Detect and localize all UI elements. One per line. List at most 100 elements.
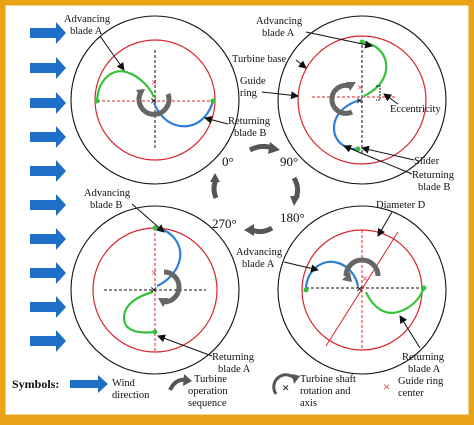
blade-tip [303,287,309,293]
leader-line [131,203,165,233]
legend-shaft: Turbine shaft [300,374,356,385]
leader-line [283,261,319,273]
rotation-arrowhead [346,82,356,91]
returning-blade-a [122,290,156,334]
ring-center-cross-icon: × [362,273,368,285]
wind-arrow-icon [30,262,66,284]
sequence-arrowhead [244,224,254,236]
rotation-arrowhead [136,89,145,98]
label-returning-blade-a: Returning [212,352,255,363]
shaft-rotation-arrow [329,82,354,116]
turbine-base-circle [70,15,240,185]
leader-line [157,334,213,357]
advancing-blade-b [304,260,360,291]
leader-line [261,91,299,100]
blade-tip [152,329,158,335]
leader-line [305,31,373,49]
sequence-arrowhead [268,142,280,154]
wind-arrow-icon [30,296,66,318]
wind-arrow-icon [30,57,66,79]
wind-arrow-icon [30,194,66,216]
label-returning-blade-b-2: blade B [234,128,266,139]
ring-center-cross-icon: × [151,267,157,279]
legend-sequence: Turbine [194,374,227,385]
angle-90-label: 90° [280,154,298,169]
label-slider: Slider [414,156,440,167]
shaft-rotation-arrow [163,269,182,305]
rotation-arrowhead [292,374,300,384]
legend: Symbols: Wind direction Turbine operatio… [12,373,444,409]
returning-blade-a [364,287,426,314]
wind-arrow-icon [30,330,66,352]
leader-line [383,93,399,105]
label-advancing-blade-a-180: Advancing [236,247,283,258]
advancing-blade-a [361,40,388,97]
label-advancing-blade-a: Advancing [64,14,111,25]
angle-180-label: 180° [280,210,305,225]
turbine-base-circle [277,205,447,375]
leader-line [99,35,125,71]
label-returning-blade-a-180: Returning [402,352,445,363]
angle-0-label: 0° [222,154,234,169]
shaft-rotation-arrow [343,257,381,277]
label-returning-blade-a-180-2: blade A [408,364,441,375]
turbine-270-deg: × × [70,205,240,375]
legend-ring-2: center [398,388,424,399]
sequence-arrows [210,142,301,236]
legend-ring: Guide ring [398,376,444,387]
wind-arrow-icon [30,22,66,44]
label-advancing-blade-b: Advancing [84,188,131,199]
wind-arrow-icon [70,375,108,393]
label-eccentricity: Eccentricity [390,104,441,115]
label-advancing-blade-a-180-2: blade A [242,259,275,270]
legend-wind: Wind [112,378,136,389]
eccentricity-bracket [376,85,381,101]
legend-sequence-2: operation [188,386,228,397]
diameter-d-line [325,231,399,347]
wind-arrow-icon [30,228,66,250]
turbine-base-circle [277,15,447,185]
leader-line [377,211,393,237]
label-advancing-blade-a-90-2: blade A [262,28,295,39]
label-diameter-d: Diameter D [376,200,426,211]
sequence-arrow-icon [211,178,219,199]
advancing-blade-b [154,226,182,288]
legend-shaft-3: axis [300,398,317,409]
leader-line [204,115,229,125]
leader-line [399,315,421,349]
leader-line [295,59,307,69]
label-advancing-blade-a-2: blade A [70,26,103,37]
ring-center-cross-icon: × [357,82,363,94]
ring-center-cross-icon: × [383,379,390,394]
label-guide-ring: Guide [240,76,266,87]
turbine-0-deg: × × [70,15,240,185]
label-guide-ring-2: ring [240,88,258,99]
legend-wind-2: direction [112,390,150,401]
figure-area [70,8,466,368]
advancing-blade-a [95,70,156,102]
legend-title: Symbols: [12,377,59,391]
axis-cross-icon: × [150,93,157,108]
blade-tip [210,98,216,104]
label-advancing-blade-a-90: Advancing [256,16,303,27]
ring-center-cross-icon: × [151,77,157,89]
label-returning-blade-a-2: blade A [218,364,251,375]
guide-ring-circle [297,35,427,165]
wind-arrow-icon [30,160,66,182]
wind-arrow-icon [30,126,66,148]
axis-cross-icon: × [282,380,289,395]
turbine-180-deg: × × [277,205,447,375]
leader-line [343,144,413,175]
label-returning-blade-b-90-2: blade B [418,182,450,193]
axis-cross-icon: × [356,93,363,108]
blade-tip [94,98,100,104]
annotations: Advancing blade A Returning blade B Adva… [64,14,455,375]
blade-tip [421,285,427,291]
legend-sequence-3: sequence [188,398,227,409]
label-turbine-base: Turbine base [232,54,286,65]
rotation-arrowhead [342,272,352,282]
label-returning-blade-b-90: Returning [412,170,455,181]
turbine-90-deg: × × [277,15,447,185]
